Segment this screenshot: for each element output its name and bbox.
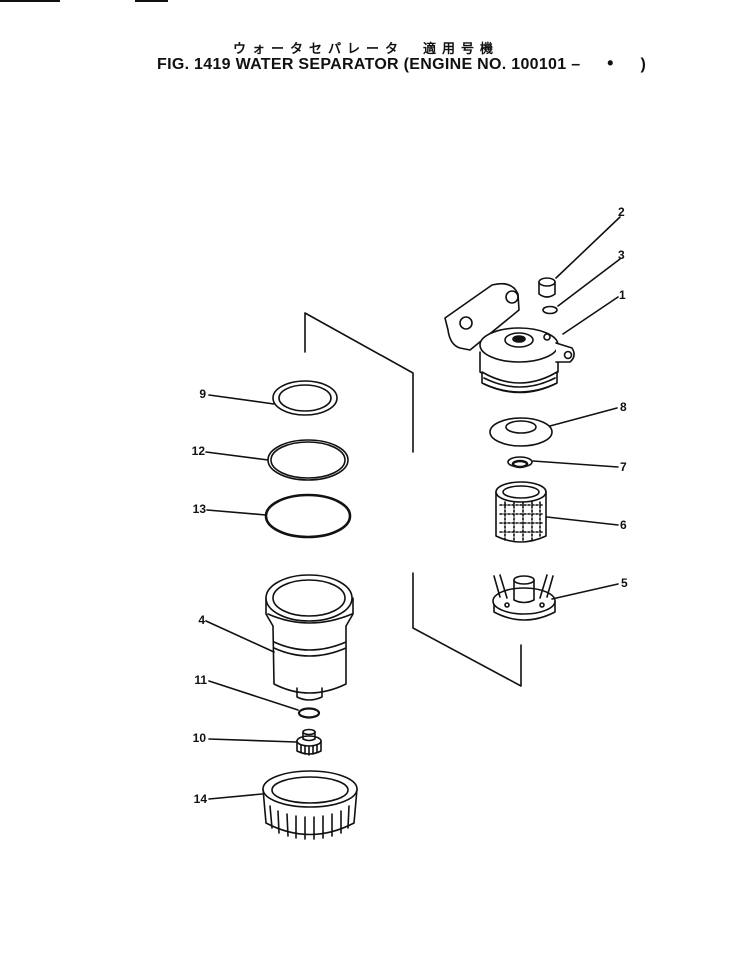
callout-6: 6 — [620, 518, 627, 532]
subtitle-japanese: ウォータセパレータ 適用号機 — [232, 41, 499, 56]
title-close: ) — [640, 56, 647, 73]
leader-4 — [205, 620, 275, 653]
callout-11: 11 — [194, 673, 207, 687]
callout-10: 10 — [193, 731, 207, 745]
plug-part-2 — [538, 277, 556, 298]
callout-12: 12 — [192, 444, 206, 458]
leader-6 — [546, 516, 619, 526]
leader-3 — [557, 258, 621, 307]
callout-3: 3 — [618, 248, 625, 262]
corner-mark-mid — [135, 0, 168, 2]
leader-12 — [205, 451, 269, 461]
element-part-6 — [495, 481, 547, 543]
drain-plug-part-10 — [296, 728, 322, 756]
assembly-bracket-right — [412, 572, 522, 687]
seal-ring-part-7 — [507, 456, 533, 469]
callout-5: 5 — [621, 576, 628, 590]
leader-11 — [208, 680, 299, 711]
valve-plate-part-5 — [492, 574, 556, 621]
o-ring-part-11 — [297, 707, 321, 719]
callout-9: 9 — [199, 387, 206, 401]
figure-title: FIG. 1419 WATER SEPARATOR (ENGINE NO. 10… — [157, 53, 646, 74]
filter-head-part-1 — [444, 282, 575, 394]
leader-14 — [208, 793, 263, 800]
callout-7: 7 — [620, 460, 627, 474]
leader-10 — [208, 738, 297, 743]
leader-7 — [532, 460, 619, 468]
callout-4: 4 — [198, 613, 205, 627]
o-ring-part-13 — [264, 493, 352, 539]
callout-2: 2 — [618, 205, 625, 219]
bowl-part-4 — [265, 574, 354, 701]
leader-1 — [562, 296, 619, 335]
title-dot: • — [607, 53, 614, 73]
callout-1: 1 — [619, 288, 626, 302]
leader-5 — [551, 583, 619, 600]
callout-13: 13 — [193, 502, 207, 516]
retaining-nut-part-14 — [262, 770, 358, 840]
corner-mark-left — [0, 0, 60, 2]
ring-part-9 — [272, 380, 338, 416]
figure-title-text: FIG. 1419 WATER SEPARATOR (ENGINE NO. 10… — [157, 56, 581, 73]
leader-13 — [206, 509, 267, 516]
gasket-part-8 — [489, 417, 553, 447]
assembly-bracket-left — [304, 312, 414, 453]
callout-8: 8 — [620, 400, 627, 414]
washer-part-3 — [542, 305, 558, 315]
callout-14: 14 — [194, 792, 208, 806]
ring-part-12 — [267, 439, 349, 481]
leader-8 — [549, 407, 618, 427]
leader-9 — [208, 394, 275, 405]
leader-2 — [555, 216, 621, 279]
